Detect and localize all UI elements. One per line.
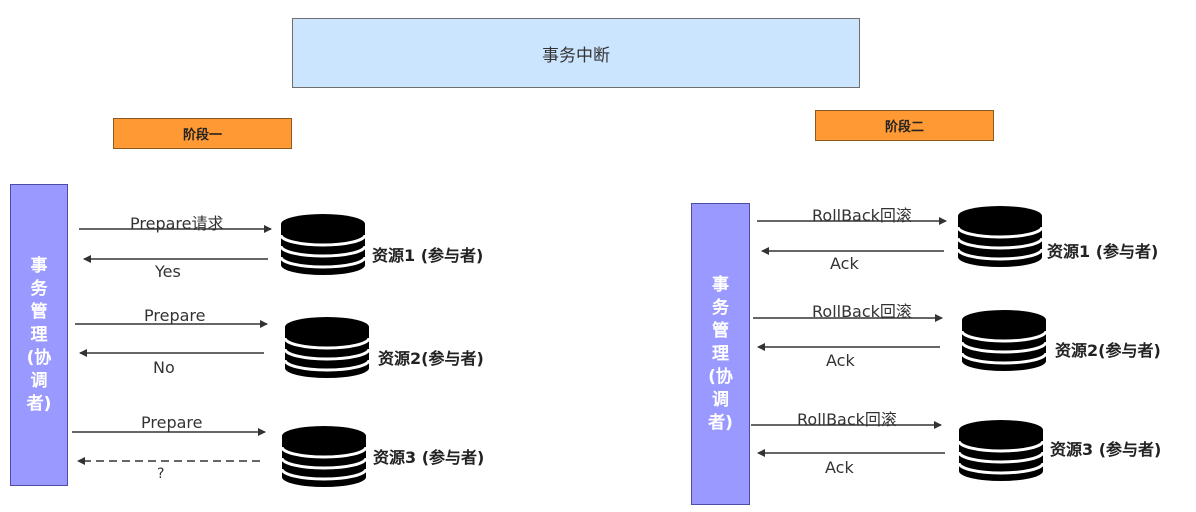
p1-response-label-3: ? <box>157 466 165 482</box>
phase1-coordinator: 事 务 管 理 (协 调 者) <box>10 184 68 486</box>
p2-request-label-2: RollBack回滚 <box>812 302 912 321</box>
p1-resource-label-1: 资源1 (参与者) <box>372 246 484 265</box>
database-icon <box>957 418 1045 483</box>
phase2-label: 阶段二 <box>884 120 924 135</box>
phase2-label-box: 阶段二 <box>815 110 994 141</box>
p2-resource-label-1: 资源1 (参与者) <box>1047 242 1159 261</box>
p2-resource-label-3: 资源3 (参与者) <box>1050 440 1162 459</box>
database-icon <box>283 315 371 380</box>
phase2-coordinator-label: 事 务 管 理 (协 调 者) <box>708 274 733 433</box>
phase1-label: 阶段一 <box>182 128 222 143</box>
p2-request-label-3: RollBack回滚 <box>797 410 897 429</box>
p2-response-label-1: Ack <box>830 254 859 273</box>
title-text: 事务中断 <box>542 45 610 66</box>
phase1-coordinator-label: 事 务 管 理 (协 调 者) <box>26 255 52 414</box>
database-icon <box>280 424 368 489</box>
title-box: 事务中断 <box>292 18 860 88</box>
p2-response-label-2: Ack <box>826 351 855 370</box>
database-icon <box>279 212 367 277</box>
p1-request-label-1: Prepare请求 <box>130 214 224 233</box>
p1-resource-label-3: 资源3 (参与者) <box>373 448 485 467</box>
phase1-label-box: 阶段一 <box>113 118 292 149</box>
p2-request-label-1: RollBack回滚 <box>812 206 912 225</box>
p2-response-label-3: Ack <box>825 458 854 477</box>
p1-request-label-3: Prepare <box>141 413 203 432</box>
p2-resource-label-2: 资源2(参与者) <box>1055 341 1161 360</box>
p1-response-label-1: Yes <box>155 262 181 281</box>
database-icon <box>956 204 1044 269</box>
p1-response-label-2: No <box>153 358 175 377</box>
phase2-coordinator: 事 务 管 理 (协 调 者) <box>691 203 750 505</box>
p1-resource-label-2: 资源2(参与者) <box>378 349 484 368</box>
p1-request-label-2: Prepare <box>144 306 206 325</box>
database-icon <box>960 308 1048 373</box>
